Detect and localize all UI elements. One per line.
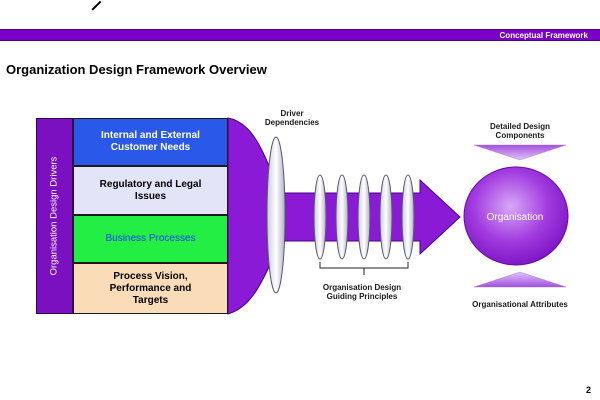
design-components-label: Detailed Design Components — [489, 122, 550, 140]
design-components-triangle — [473, 144, 567, 161]
driver-dependencies-lens — [266, 136, 286, 294]
page-title: Organization Design Framework Overview — [6, 62, 267, 77]
principle-ring — [335, 174, 349, 260]
driver-box-process-vision: Process Vision, Performance and Targets — [73, 263, 228, 314]
principles-bracket — [319, 262, 409, 275]
drivers-label: Organisation Design Drivers — [48, 156, 60, 276]
principle-ring — [379, 174, 393, 260]
principle-ring — [313, 174, 327, 260]
driver-label: Internal and External Customer Needs — [101, 130, 200, 153]
driver-label: Business Processes — [105, 233, 196, 244]
organisation-circle — [463, 166, 569, 266]
principle-ring — [401, 174, 415, 260]
header-label: Conceptual Framework — [499, 31, 588, 40]
driver-dependencies-label: Driver Dependencies — [264, 109, 320, 127]
drivers-strip — [36, 118, 73, 314]
organisation-label: Organisation — [486, 212, 544, 223]
driver-box-regulatory: Regulatory and Legal Issues — [73, 166, 228, 215]
principle-ring — [357, 174, 371, 260]
guiding-principle-rings — [313, 174, 415, 260]
driver-box-customer-needs: Internal and External Customer Needs — [73, 118, 228, 166]
attributes-triangle — [473, 271, 567, 288]
driver-box-business-processes: Business Processes — [73, 215, 228, 263]
header-bar — [0, 29, 600, 41]
organisational-attributes-label: Organisational Attributes — [472, 300, 568, 309]
guiding-principles-label: Organisation Design Guiding Principles — [322, 283, 402, 301]
page-number: 2 — [586, 385, 592, 395]
driver-label: Regulatory and Legal Issues — [99, 178, 202, 202]
driver-label: Process Vision, Performance and Targets — [109, 270, 192, 306]
